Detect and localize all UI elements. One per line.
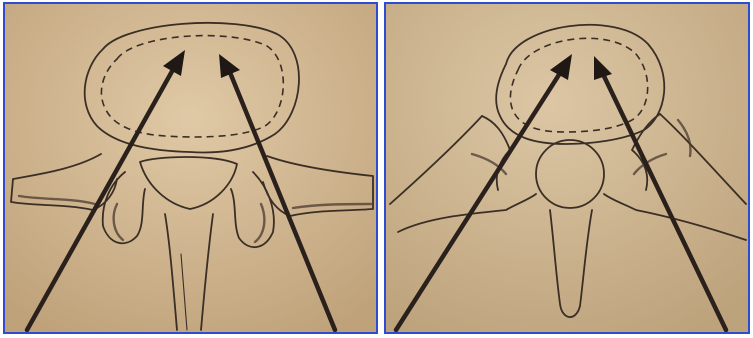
right-panel bbox=[384, 2, 750, 334]
left-vertebra-illustration bbox=[5, 4, 376, 332]
paper-background bbox=[386, 4, 748, 332]
right-vertebra-illustration bbox=[386, 4, 748, 332]
paper-background bbox=[5, 4, 376, 332]
left-panel bbox=[3, 2, 378, 334]
